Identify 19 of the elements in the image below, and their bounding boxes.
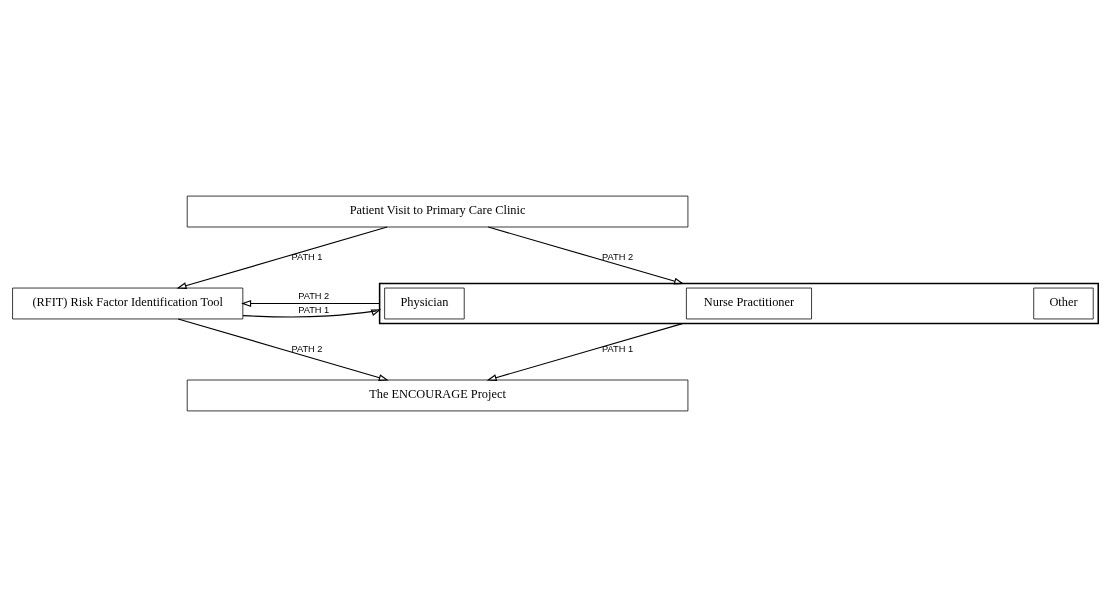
- edge-label: PATH 1: [291, 251, 323, 262]
- node-box: Patient Visit to Primary Care Clinic: [186, 195, 689, 228]
- node-box: Other: [1033, 287, 1094, 320]
- node-box: (RFIT) Risk Factor Identification Tool: [12, 287, 244, 320]
- edge-label: PATH 1: [602, 343, 634, 354]
- arrow: [486, 323, 684, 382]
- cluster: [378, 282, 1100, 325]
- arrow: [242, 309, 382, 318]
- edge-label: PATH 2: [291, 343, 323, 354]
- node-box: The ENCOURAGE Project: [186, 379, 689, 412]
- edge-label: PATH 2: [602, 251, 634, 262]
- node-box: Nurse Practitioner: [686, 287, 812, 320]
- node-box: Physician: [384, 287, 465, 320]
- arrow: [487, 226, 685, 285]
- arrow: [241, 300, 381, 307]
- arrow: [176, 226, 388, 290]
- edge-label: PATH 2: [298, 290, 330, 301]
- arrow: [177, 318, 389, 381]
- edge-label: PATH 1: [298, 305, 330, 316]
